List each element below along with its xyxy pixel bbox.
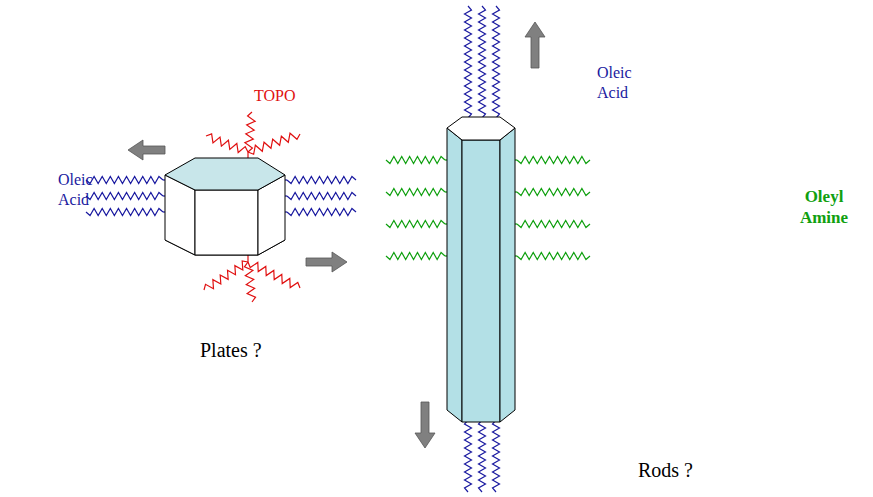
plate-front-face [195, 190, 258, 255]
oleic-acid-chain [493, 420, 500, 492]
growth-arrow [525, 22, 545, 68]
oleyl-amine-chain [517, 253, 590, 260]
oleyl-amine-chain [386, 221, 445, 228]
oleic-acid-chain [287, 209, 356, 216]
topo-chain [204, 261, 248, 290]
rod-side-face [500, 128, 515, 422]
ligand-label: Oleyl Amine [784, 186, 864, 229]
ligand-label: Oleic Acid [597, 63, 647, 103]
shape-caption: Plates ? [200, 338, 320, 363]
rod-side-face [447, 128, 462, 422]
oleic-acid-chain [479, 420, 486, 492]
oleic-acid-chain [465, 6, 472, 118]
topo-chain [245, 112, 255, 152]
oleic-acid-chain [86, 193, 163, 200]
oleic-acid-chain [86, 209, 163, 216]
plate-crystal [165, 158, 285, 255]
oleic-acid-chain [287, 177, 356, 184]
topo-chain [248, 262, 300, 288]
ligand-label: Oleic Acid [58, 170, 108, 210]
shape-caption: Rods ? [638, 458, 758, 483]
growth-arrows [128, 22, 545, 448]
oleyl-amine-chain [386, 157, 445, 164]
oleyl-amine-chain [517, 189, 590, 196]
ligand-label: TOPO [254, 86, 314, 106]
oleyl-amine-chain [386, 253, 445, 260]
rod-crystal [447, 117, 515, 422]
oleyl-amine-chain [517, 157, 590, 164]
oleyl-amine-chain [517, 221, 590, 228]
oleic-acid-chain [479, 6, 486, 118]
oleic-acid-chain [287, 193, 356, 200]
oleic-acid-chain [86, 177, 163, 184]
rod-front-face [462, 140, 500, 422]
growth-arrow [128, 140, 165, 160]
growth-arrow [306, 252, 347, 272]
ligand-chains [86, 6, 590, 492]
rod-top-face [447, 117, 515, 140]
topo-chain [248, 133, 300, 154]
plate-top-face [165, 158, 285, 190]
oleyl-amine-chain [386, 189, 445, 196]
oleic-acid-chain [465, 420, 472, 492]
topo-chain [206, 134, 248, 153]
oleic-acid-chain [493, 6, 500, 118]
growth-arrow [415, 402, 435, 448]
